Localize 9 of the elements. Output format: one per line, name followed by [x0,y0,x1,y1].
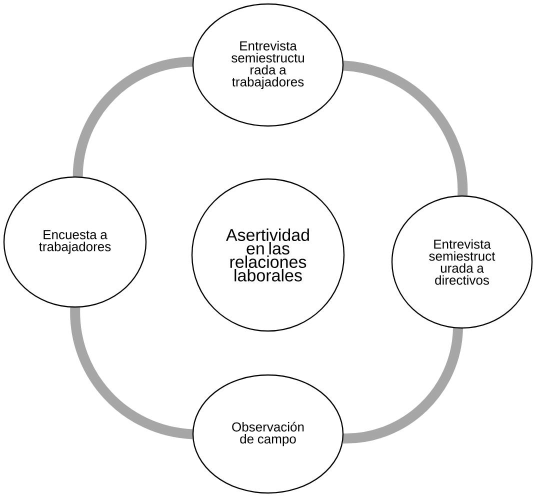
circle-node: Observación de campo [192,374,344,494]
ring-segment [342,328,464,444]
ring-segment [72,56,194,178]
circle-node: Encuesta a trabajadores [3,176,147,308]
ring-segment [342,60,468,196]
circle-node: Entrevista semiestruct urada a directivos [391,195,533,329]
circle-node: Asertividad en las relaciones laborales [191,178,345,332]
ring-segment [70,307,194,440]
circle-node: Entrevista semiestructu rada a trabajadores [192,3,344,127]
